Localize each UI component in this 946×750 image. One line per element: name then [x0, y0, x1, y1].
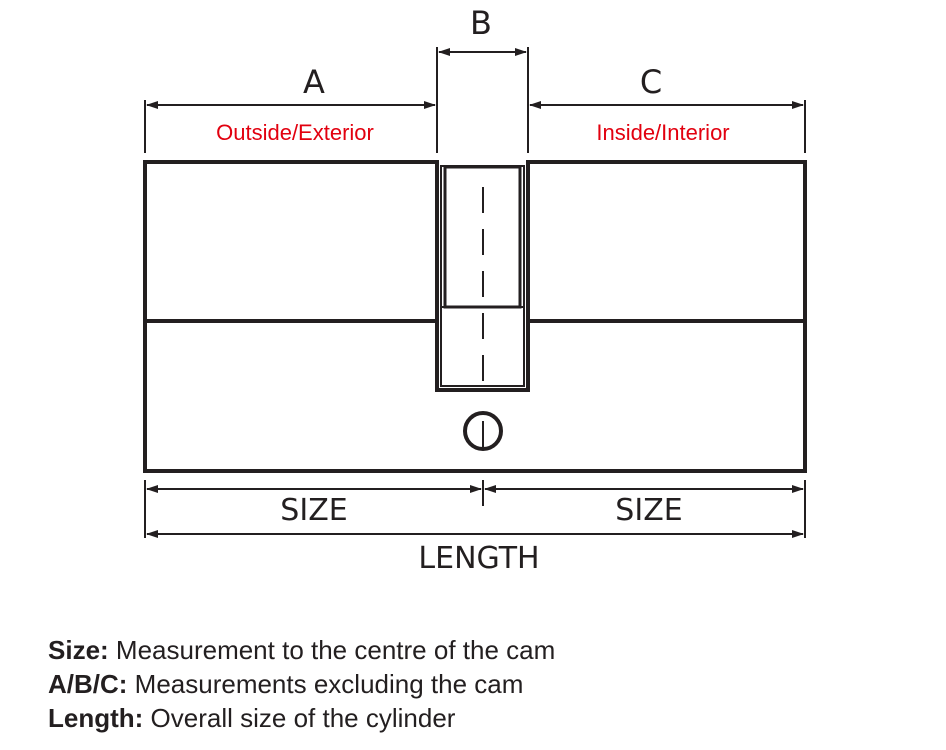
size-right-label: SIZE: [615, 493, 682, 528]
cylinder-dimension-diagram: B A C Outside/Exterior Inside/Interior: [143, 4, 807, 576]
legend-term: A/B/C:: [48, 669, 128, 699]
dim-letter-c: C: [640, 63, 662, 101]
legend-text: Measurements excluding the cam: [127, 669, 524, 699]
legend-term: Length:: [48, 703, 144, 733]
outside-exterior-label: Outside/Exterior: [216, 120, 374, 145]
legend-text: Measurement to the centre of the cam: [108, 635, 556, 665]
top-extension-lines: [144, 47, 806, 153]
dim-letter-a: A: [303, 63, 325, 101]
inside-interior-label: Inside/Interior: [596, 120, 729, 145]
legend-size: Size: Measurement to the centre of the c…: [48, 633, 555, 667]
legend-abc: A/B/C: Measurements excluding the cam: [48, 667, 555, 701]
cylinder-body-outline: [143, 160, 807, 473]
legend: Size: Measurement to the centre of the c…: [48, 633, 555, 735]
legend-term: Size:: [48, 635, 109, 665]
legend-length: Length: Overall size of the cylinder: [48, 701, 555, 735]
fixing-screw-hole-icon: [463, 411, 503, 451]
dim-letter-b: B: [470, 4, 492, 42]
length-label: LENGTH: [418, 541, 539, 576]
size-left-label: SIZE: [280, 493, 347, 528]
bottom-extension-lines: [144, 480, 806, 538]
legend-text: Overall size of the cylinder: [143, 703, 456, 733]
